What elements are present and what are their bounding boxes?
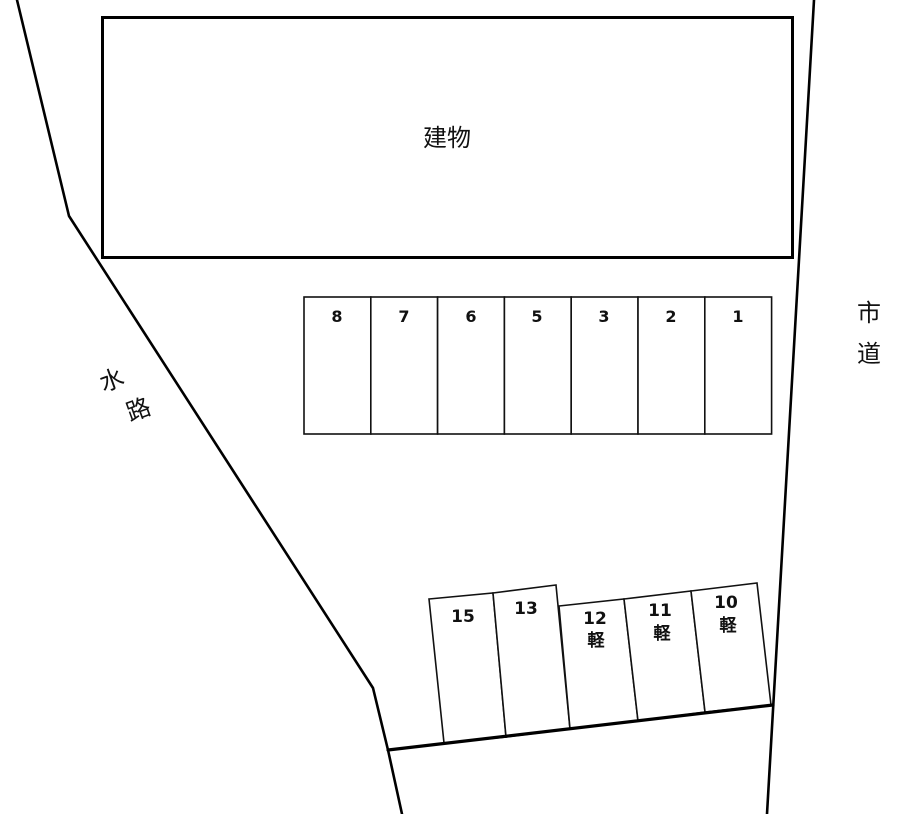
kei-car-label: 軽 bbox=[654, 623, 672, 644]
stall-number: 10 bbox=[714, 593, 738, 613]
parking-row-bottom: 15 13 12 軽 11 軽 10 軽 bbox=[428, 582, 772, 744]
building-outline bbox=[101, 16, 794, 259]
kei-car-label: 軽 bbox=[720, 615, 738, 636]
right-road-line bbox=[765, 0, 816, 814]
stall-number: 6 bbox=[465, 307, 476, 326]
parking-stall-8[interactable] bbox=[303, 296, 372, 435]
stall-number: 8 bbox=[331, 307, 342, 326]
left-boundary-line bbox=[15, 0, 404, 814]
building: 建物 bbox=[101, 16, 794, 259]
stall-number: 15 bbox=[451, 607, 475, 627]
stall-number: 13 bbox=[514, 599, 538, 619]
parking-stall-6[interactable] bbox=[436, 296, 506, 435]
city-road-char-2: 道 bbox=[857, 340, 881, 368]
stall-number: 3 bbox=[598, 307, 609, 326]
parking-stall-1[interactable] bbox=[703, 296, 773, 435]
stall-number: 7 bbox=[398, 307, 409, 326]
city-road-label: 市 道 bbox=[857, 299, 881, 368]
stall-number: 2 bbox=[665, 307, 676, 326]
waterway-char-2: 路 bbox=[122, 393, 154, 428]
parking-row-top: 8 7 6 5 3 2 1 bbox=[303, 296, 773, 435]
kei-car-label: 軽 bbox=[588, 630, 606, 651]
city-road-char-1: 市 bbox=[857, 299, 881, 327]
building-label: 建物 bbox=[423, 124, 471, 152]
stall-number: 5 bbox=[531, 307, 542, 326]
parking-stall-7[interactable] bbox=[369, 296, 439, 435]
stall-number: 11 bbox=[648, 601, 672, 621]
waterway-label: 水 路 bbox=[96, 363, 155, 428]
parking-stall-2[interactable] bbox=[637, 296, 706, 435]
waterway-char-1: 水 bbox=[96, 363, 128, 398]
stall-number: 12 bbox=[583, 609, 607, 629]
stall-number: 1 bbox=[732, 307, 743, 326]
bottom-row-baseline bbox=[386, 703, 775, 752]
parking-stall-3[interactable] bbox=[570, 296, 639, 435]
